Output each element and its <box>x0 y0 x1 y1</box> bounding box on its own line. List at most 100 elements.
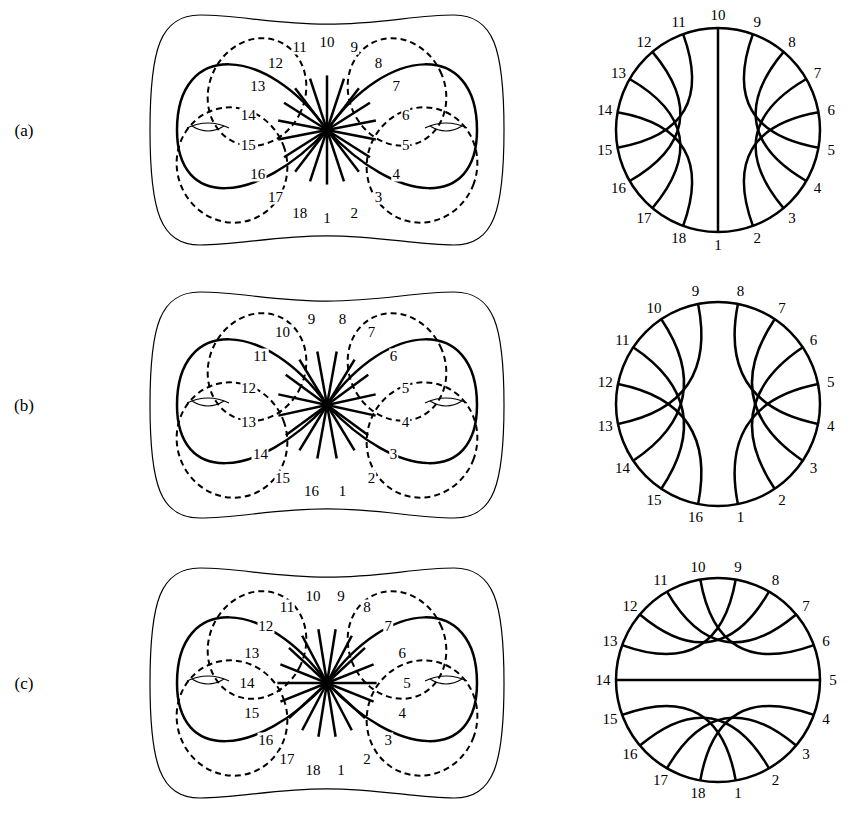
spoke <box>278 121 327 130</box>
edge-number: 16 <box>249 167 266 182</box>
edge-number: 4 <box>397 706 407 721</box>
edge-number: 11 <box>291 40 307 55</box>
edge-number: 11 <box>252 349 268 364</box>
chord <box>700 706 814 781</box>
edge-number: 4 <box>392 167 402 182</box>
spoke <box>327 683 352 730</box>
edge-number: 6 <box>809 333 819 348</box>
chord <box>735 304 818 424</box>
edge-number: 11 <box>279 599 295 614</box>
edge-number: 7 <box>777 301 787 316</box>
edge-number: 8 <box>338 311 348 326</box>
edge-number: 15 <box>646 492 663 507</box>
chord <box>735 384 818 504</box>
edge-number: 3 <box>389 446 399 461</box>
edge-number: 13 <box>243 645 260 660</box>
edge-number: 10 <box>319 35 336 50</box>
edge-number: 2 <box>367 471 377 486</box>
boundary-circle <box>616 578 820 782</box>
chord <box>744 34 819 148</box>
edge-number: 18 <box>670 231 687 246</box>
dashed-loop <box>330 575 463 715</box>
dashed-loop <box>350 645 493 792</box>
panel-label: (a) <box>15 122 34 139</box>
chord <box>622 580 736 655</box>
edge-number: 14 <box>240 107 257 122</box>
edge-number: 5 <box>401 380 411 395</box>
edge-number: 5 <box>401 138 411 153</box>
surface-figure <box>150 292 504 518</box>
spoke <box>295 130 327 172</box>
edge-number: 15 <box>240 138 257 153</box>
edge-number: 9 <box>753 14 763 29</box>
edge-number: 8 <box>736 284 746 299</box>
spoke <box>327 405 376 416</box>
solid-loop <box>327 617 477 741</box>
surface-outline <box>150 568 504 798</box>
edge-number: 15 <box>601 712 618 727</box>
panel-label: (b) <box>14 397 34 414</box>
edge-number: 10 <box>646 301 663 316</box>
edge-number: 13 <box>597 419 614 434</box>
edge-number: 11 <box>670 14 686 29</box>
chord <box>616 679 820 682</box>
edge-number: 16 <box>687 509 704 524</box>
chord <box>756 52 807 181</box>
spoke <box>327 79 344 130</box>
edge-number: 1 <box>322 211 332 226</box>
edge-number: 2 <box>350 205 360 220</box>
spoke <box>327 683 365 718</box>
spoke <box>327 682 377 685</box>
panel-label: (c) <box>15 675 34 692</box>
edge-number: 10 <box>690 559 707 574</box>
surface-figure <box>150 15 504 245</box>
dashed-loop <box>190 22 323 162</box>
surface-figure <box>150 568 504 798</box>
edge-number: 10 <box>274 324 291 339</box>
handle-hole <box>425 123 467 131</box>
spoke <box>299 360 327 405</box>
chord <box>700 580 814 655</box>
chord <box>618 304 701 424</box>
solid-loop <box>327 339 477 463</box>
solid-loop <box>177 617 327 741</box>
dashed-loop <box>160 92 303 239</box>
edge-number: 13 <box>601 633 618 648</box>
edge-number: 5 <box>828 673 838 688</box>
chord-diagram <box>616 302 820 506</box>
edge-number: 1 <box>736 509 746 524</box>
edge-number: 16 <box>621 746 638 761</box>
edge-number: 9 <box>336 589 346 604</box>
dashed-loop <box>160 645 303 792</box>
edge-number: 7 <box>384 619 394 634</box>
solid-loop <box>177 339 327 463</box>
chord <box>622 706 736 781</box>
spoke <box>310 130 327 181</box>
edge-number: 9 <box>691 284 701 299</box>
edge-number: 15 <box>243 706 260 721</box>
edge-number: 5 <box>826 374 836 389</box>
edge-number: 10 <box>305 589 322 604</box>
edge-number: 11 <box>614 333 630 348</box>
edge-number: 8 <box>362 599 372 614</box>
edge-number: 9 <box>733 559 743 574</box>
edge-number: 7 <box>367 324 377 339</box>
dashed-loop <box>330 22 463 162</box>
edge-number: 3 <box>384 732 394 747</box>
edge-number: 15 <box>596 142 613 157</box>
boundary-circle <box>616 302 820 506</box>
edge-number: 15 <box>274 471 291 486</box>
edge-number: 10 <box>710 8 727 23</box>
edge-number: 18 <box>305 762 322 777</box>
edge-number: 3 <box>374 190 384 205</box>
spoke <box>327 683 374 702</box>
edge-number: 3 <box>787 211 797 226</box>
dashed-loop <box>190 575 323 715</box>
edge-number: 14 <box>614 460 631 475</box>
edge-number: 7 <box>392 79 402 94</box>
chord <box>744 112 819 226</box>
edge-number: 18 <box>690 786 707 801</box>
handle-hole <box>187 123 229 131</box>
